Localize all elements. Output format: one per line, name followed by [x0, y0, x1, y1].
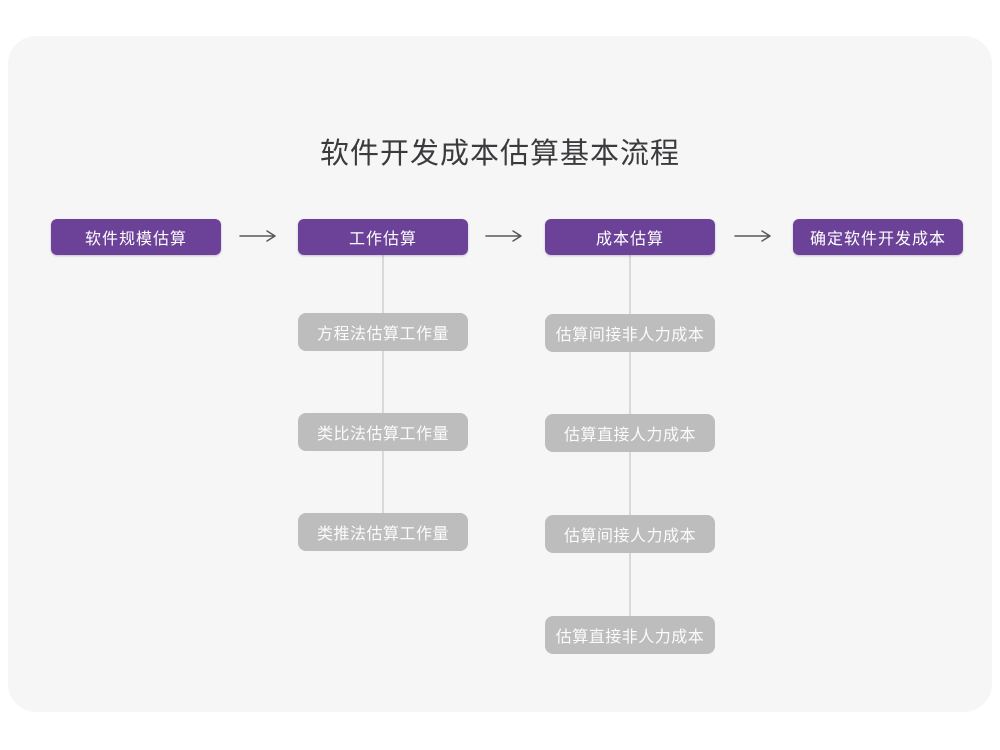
sub-box-label: 估算直接人力成本	[563, 427, 696, 444]
flow-card: 软件开发成本估算基本流程 软件规模估算 工作估算 成本估算	[8, 36, 992, 712]
work-method-box-analogy: 类比法估算工作量	[298, 413, 468, 451]
sub-box-label: 类推法估算工作量	[316, 526, 449, 543]
right-arrow-icon	[485, 229, 523, 243]
stage-box-work-estimation: 工作估算	[298, 219, 468, 255]
page-title: 软件开发成本估算基本流程	[319, 138, 680, 170]
sub-box-label: 估算直接非人力成本	[555, 629, 705, 646]
stage-box-software-scale-estimation: 软件规模估算	[51, 219, 221, 255]
stage-label: 工作估算	[348, 231, 417, 248]
stage-box-determine-development-cost: 确定软件开发成本	[793, 219, 963, 255]
sub-box-label: 估算间接人力成本	[563, 528, 696, 545]
work-method-box-equation: 方程法估算工作量	[298, 313, 468, 351]
cost-step-box-direct-labor: 估算直接人力成本	[545, 414, 715, 452]
sub-box-label: 类比法估算工作量	[316, 426, 449, 443]
stage-label: 软件规模估算	[84, 231, 187, 248]
stage-box-cost-estimation: 成本估算	[545, 219, 715, 255]
connector-line-work	[382, 254, 384, 532]
right-arrow-icon	[734, 229, 772, 243]
cost-step-box-indirect-labor: 估算间接人力成本	[545, 515, 715, 553]
cost-step-box-direct-nonlabor: 估算直接非人力成本	[545, 616, 715, 654]
sub-box-label: 方程法估算工作量	[316, 326, 449, 343]
work-method-box-extrapolation: 类推法估算工作量	[298, 513, 468, 551]
stage-label: 确定软件开发成本	[809, 231, 946, 248]
sub-box-label: 估算间接非人力成本	[555, 327, 705, 344]
right-arrow-icon	[239, 229, 277, 243]
cost-step-box-indirect-nonlabor: 估算间接非人力成本	[545, 314, 715, 352]
stage-label: 成本估算	[595, 231, 664, 248]
